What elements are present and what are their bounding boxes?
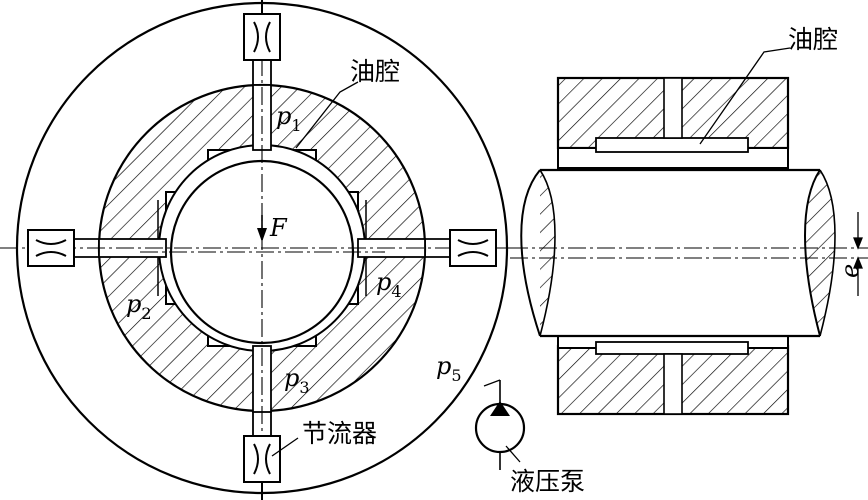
force-arrow: [257, 215, 267, 242]
upper-oil-chamber: [595, 137, 749, 153]
force-label: F: [269, 214, 288, 242]
throttle-label: 节流器: [302, 419, 377, 448]
bearing-cross-section: [0, 0, 520, 500]
pressure-p5-label: p5: [436, 352, 462, 385]
side-oil-chamber-label: 油腔: [788, 25, 838, 54]
side-oil-chamber-leader: [699, 47, 791, 145]
pressure-p4-label: p4: [376, 268, 402, 301]
pressure-p1-label: p1: [276, 102, 302, 135]
centerlines: [0, 0, 520, 500]
throttle-top: [243, 0, 281, 61]
pressure-p2-label: p2: [126, 290, 152, 323]
eccentricity-dimension: [853, 212, 863, 296]
side-shaft: [520, 168, 836, 338]
pump-label: 液压泵: [510, 467, 585, 496]
lower-oil-chamber: [595, 341, 749, 355]
hydraulic-pump: [474, 379, 526, 470]
throttle-right: [449, 229, 497, 267]
throttle-left: [27, 229, 75, 267]
throttle-leader: [271, 437, 299, 457]
bearing-side-view: [510, 47, 868, 416]
eccentricity-label: e: [836, 264, 864, 278]
oil-chamber-leader: [295, 81, 359, 149]
throttle-bottom: [243, 435, 281, 500]
oil-chamber-label: 油腔: [350, 57, 400, 86]
pressure-p3-label: p3: [284, 364, 310, 397]
